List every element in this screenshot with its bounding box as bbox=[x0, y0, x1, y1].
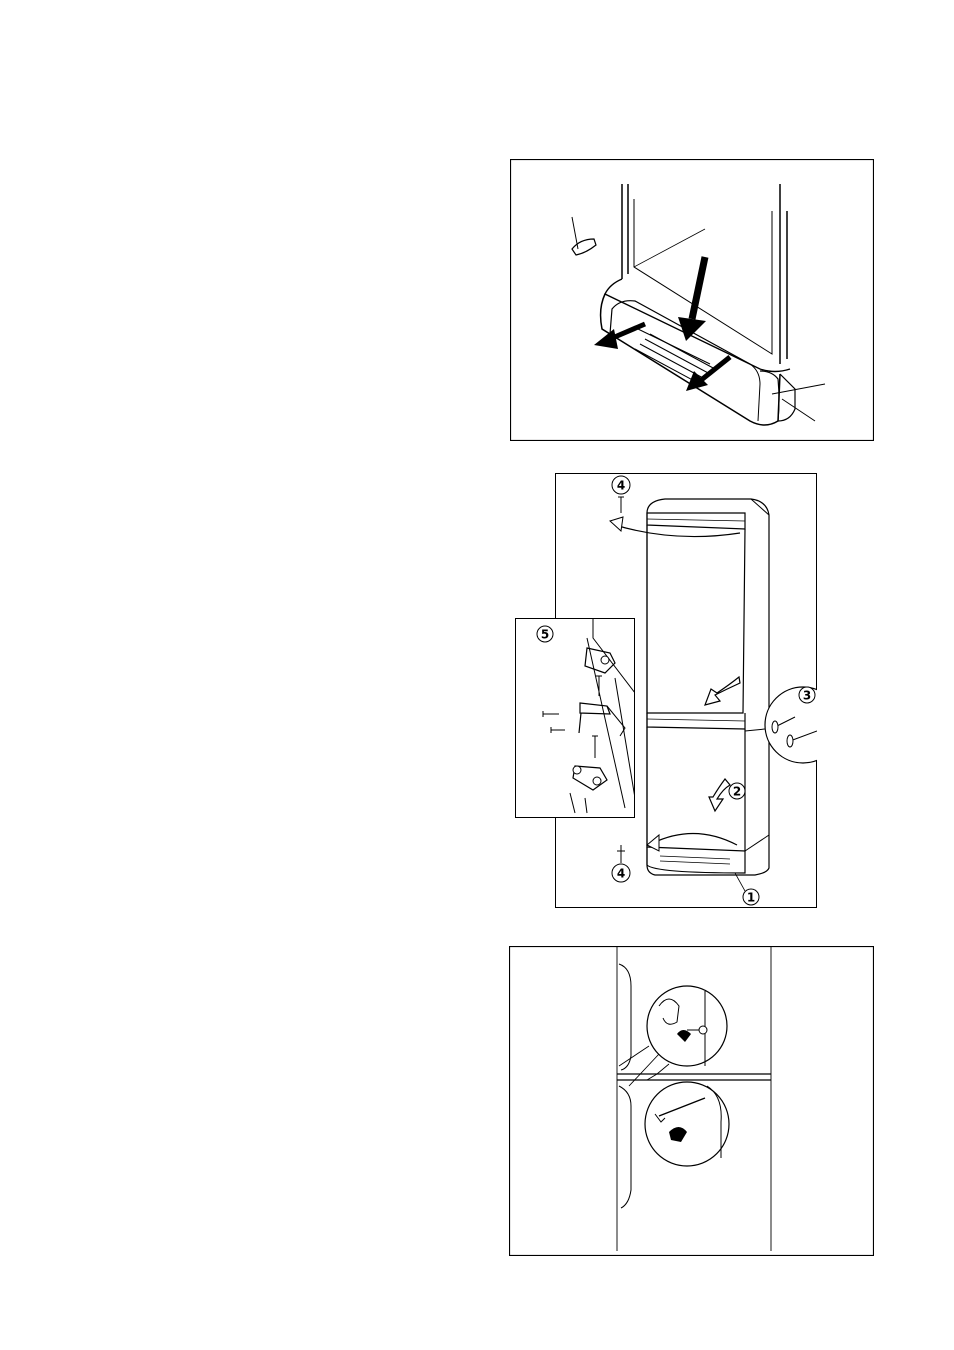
handle-adjustment-illustration bbox=[509, 946, 874, 1256]
plinth-removal-figure bbox=[510, 159, 874, 441]
callout-middle-hinge: 5 bbox=[541, 628, 549, 642]
plinth-removal-illustration bbox=[510, 159, 874, 441]
callout-door: 2 bbox=[733, 785, 741, 799]
handle-adjustment-figure bbox=[509, 946, 874, 1256]
callout-top-hinge: 4 bbox=[617, 479, 625, 493]
middle-hinge-detail: 5 bbox=[515, 618, 635, 818]
middle-hinge-illustration: 5 bbox=[515, 618, 635, 818]
callout-screw-caps: 3 bbox=[803, 689, 811, 703]
callout-bottom-hinge: 4 bbox=[617, 867, 625, 881]
down-arrow-icon bbox=[678, 257, 706, 341]
right-arrow-icon bbox=[686, 357, 730, 391]
callout-plinth: 1 bbox=[747, 891, 755, 905]
